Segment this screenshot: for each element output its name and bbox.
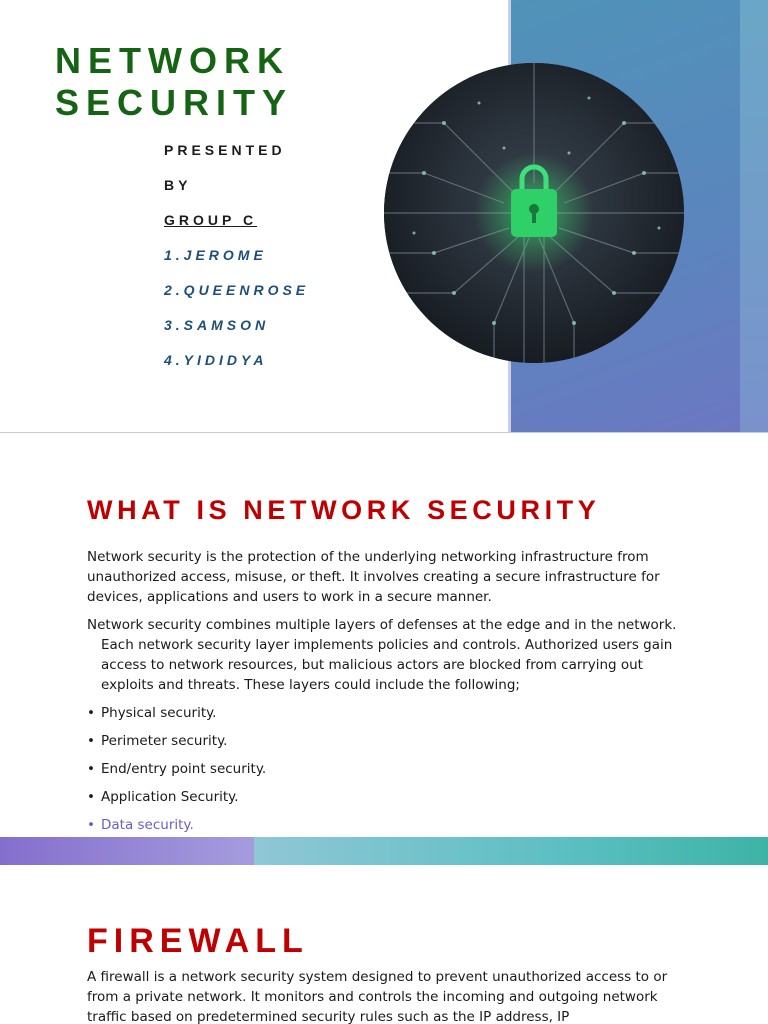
bullet-icon: •: [87, 705, 95, 721]
bullet-text: Data security.: [101, 817, 194, 833]
bullet-item: • Application Security.: [87, 787, 697, 815]
by-label: BY: [164, 177, 192, 193]
bullet-icon: •: [87, 761, 95, 777]
blue-side-strip: [740, 0, 768, 432]
bullet-text: Physical security.: [101, 705, 217, 721]
firewall-slide: FIREWALL A firewall is a network securit…: [0, 865, 768, 1024]
group-label: GROUP C: [164, 210, 309, 245]
presenters-list: PRESENTED BY GROUP C 1.JEROME 2.QUEENROS…: [164, 140, 309, 385]
paragraph-1: Network security is the protection of th…: [87, 549, 660, 605]
member-4: 4.YIDIDYA: [164, 352, 268, 368]
bullet-icon: •: [87, 733, 95, 749]
slide-title: NETWORK SECURITY: [55, 40, 293, 124]
member-1: 1.JEROME: [164, 247, 267, 263]
purple-band: [0, 837, 254, 865]
title-line-1: NETWORK: [55, 40, 290, 81]
group-label-text: GROUP C: [164, 212, 258, 228]
slide-body: Network security is the protection of th…: [87, 547, 697, 843]
slide-heading: FIREWALL: [87, 922, 309, 960]
teal-band: [254, 837, 768, 865]
title-slide: NETWORK SECURITY PRESENTED BY GROUP C 1.…: [0, 0, 768, 432]
bullet-text: End/entry point security.: [101, 761, 267, 777]
paragraph-2: Network security combines multiple layer…: [87, 617, 677, 693]
padlock-icon: [384, 63, 684, 363]
bullet-text: Application Security.: [101, 789, 239, 805]
bullet-item: • Data security.: [87, 815, 697, 843]
bullet-item: • End/entry point security.: [87, 759, 697, 787]
member-2: 2.QUEENROSE: [164, 282, 310, 298]
slide-heading: WHAT IS NETWORK SECURITY: [87, 495, 601, 525]
bullet-item: • Perimeter security.: [87, 731, 697, 759]
bullet-icon: •: [87, 817, 95, 833]
padlock-circuit-board-image: [384, 63, 684, 363]
presented-label: PRESENTED: [164, 142, 286, 158]
slide-body: A firewall is a network security system …: [87, 969, 668, 1024]
bullet-item: • Physical security.: [87, 703, 697, 731]
title-line-2: SECURITY: [55, 82, 294, 123]
bullet-icon: •: [87, 789, 95, 805]
member-3: 3.SAMSON: [164, 317, 270, 333]
bullet-text: Perimeter security.: [101, 733, 228, 749]
what-is-network-security-slide: WHAT IS NETWORK SECURITY Network securit…: [0, 433, 768, 865]
slide-divider: [0, 432, 768, 433]
